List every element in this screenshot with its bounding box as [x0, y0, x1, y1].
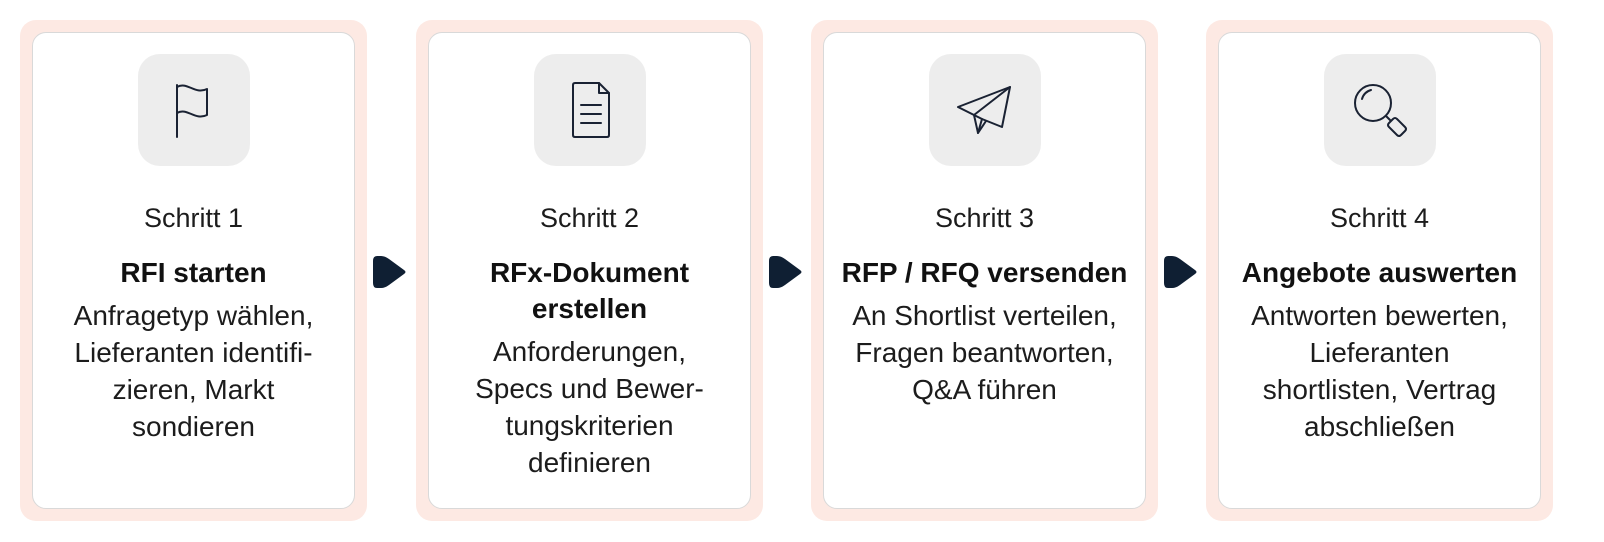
- icon-tile: [137, 54, 250, 166]
- step-description-line: abschließen: [1304, 411, 1455, 442]
- step-description: Antworten bewerten, Lieferanten shortlis…: [1233, 297, 1526, 445]
- arrow-right-icon: [1164, 256, 1197, 288]
- step-number: Schritt 2: [539, 203, 640, 233]
- step-title: RFI starten: [47, 255, 340, 291]
- step-card-1: Schritt 1 RFI starten Anfragetyp wählen,…: [20, 20, 367, 521]
- step-description-line: Specs und Bewer-: [475, 373, 704, 404]
- step-title: Angebote auswerten: [1233, 255, 1526, 291]
- step-number: Schritt 1: [143, 203, 244, 233]
- icon-tile: [928, 54, 1041, 166]
- step-description-line: Fragen beantworten,: [855, 337, 1114, 368]
- step-description-line: zieren, Markt: [112, 374, 275, 405]
- step-number: Schritt 4: [1329, 203, 1430, 233]
- arrow-right-icon: [769, 256, 802, 288]
- step-description: An Shortlist verteilen, Fragen beantwort…: [838, 297, 1131, 408]
- document-icon: [571, 82, 610, 138]
- step-number: Schritt 3: [934, 203, 1035, 233]
- step-card-3: Schritt 3 RFP / RFQ versenden An Shortli…: [811, 20, 1158, 521]
- step-title-line: RFx-Dokument: [489, 257, 690, 288]
- step-title: RFP / RFQ versenden: [838, 255, 1131, 291]
- step-description-line: Anforderungen,: [492, 336, 687, 367]
- arrow-right-icon: [373, 256, 406, 288]
- step-description-line: Lieferanten: [1309, 337, 1450, 368]
- step-title-line: erstellen: [531, 293, 648, 324]
- step-description-line: Lieferanten identifi-: [74, 337, 313, 368]
- icon-tile: [533, 54, 646, 166]
- step-card-inner: Schritt 4 Angebote auswerten Antworten b…: [1218, 32, 1541, 509]
- step-description-line: An Shortlist verteilen,: [852, 300, 1117, 331]
- step-description-line: definieren: [528, 447, 651, 478]
- step-title-line: RFP / RFQ versenden: [841, 257, 1128, 288]
- step-description-line: Anfragetyp wählen,: [73, 300, 314, 331]
- magnifier-icon: [1353, 84, 1407, 137]
- step-description: Anforderungen, Specs und Bewer- tungskri…: [443, 333, 736, 481]
- step-card-inner: Schritt 2 RFx-Dokument erstellen Anforde…: [428, 32, 751, 509]
- step-description-line: Antworten bewerten,: [1251, 300, 1508, 331]
- paper-plane-icon: [956, 86, 1011, 134]
- step-title-line: RFI starten: [120, 257, 267, 288]
- step-card-inner: Schritt 1 RFI starten Anfragetyp wählen,…: [32, 32, 355, 509]
- step-card-inner: Schritt 3 RFP / RFQ versenden An Shortli…: [823, 32, 1146, 509]
- step-description: Anfragetyp wählen, Lieferanten identifi-…: [47, 297, 340, 445]
- step-description-line: tungskriterien: [505, 410, 674, 441]
- step-title: RFx-Dokument erstellen: [443, 255, 736, 327]
- step-title-line: Angebote auswerten: [1241, 257, 1518, 288]
- step-body: RFI starten Anfragetyp wählen, Lieferant…: [47, 255, 340, 445]
- step-description-line: sondieren: [132, 411, 255, 442]
- step-body: RFx-Dokument erstellen Anforderungen, Sp…: [443, 255, 736, 481]
- step-body: RFP / RFQ versenden An Shortlist verteil…: [838, 255, 1131, 408]
- step-card-2: Schritt 2 RFx-Dokument erstellen Anforde…: [416, 20, 763, 521]
- step-body: Angebote auswerten Antworten bewerten, L…: [1233, 255, 1526, 445]
- step-description-line: Q&A führen: [912, 374, 1057, 405]
- step-card-4: Schritt 4 Angebote auswerten Antworten b…: [1206, 20, 1553, 521]
- flag-icon: [175, 84, 208, 138]
- step-description-line: shortlisten, Vertrag: [1262, 374, 1497, 405]
- icon-tile: [1323, 54, 1436, 166]
